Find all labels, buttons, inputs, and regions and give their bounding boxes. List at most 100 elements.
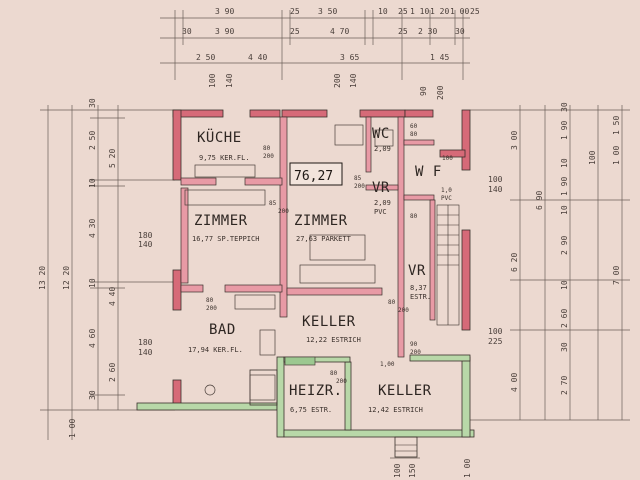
right-b-9: 30 [560, 342, 569, 352]
top-extra-2: 140 [225, 73, 234, 88]
left-inner-3: 10 [88, 178, 97, 188]
room-wc-area: 2,09 [374, 145, 391, 153]
left-inner-2: 2 50 [88, 131, 97, 150]
right-b-10: 2 70 [560, 376, 569, 395]
top-extra-6: 200 [436, 85, 445, 100]
room-zimmer2-area: 27,63 PARKETT [296, 235, 352, 243]
room-heizr-name: HEIZR. [289, 383, 343, 399]
total-area-value: 76,27 [294, 169, 333, 184]
right-c-4: 7 00 [612, 266, 621, 285]
top-dim-6: 1 10 [410, 7, 429, 16]
left-small-2: 140 [138, 240, 153, 249]
top-extra-1: 100 [208, 73, 217, 88]
right-small-1: 100 [488, 175, 503, 184]
left-bottom-dim: 1 00 [68, 419, 77, 438]
room-bad-name: BAD [209, 322, 236, 338]
top-dim-7: 1 20 [430, 7, 449, 16]
top-dim-9: 25 [470, 7, 480, 16]
door-label: 80 [410, 131, 418, 138]
bottom-dim-3: 1 00 [463, 459, 472, 478]
right-c-1: 1 50 [612, 116, 621, 135]
room-vr2-floor: ESTR. [410, 293, 431, 301]
top-dimension-lines: 3 90 25 3 50 10 25 1 10 1 20 1 00 25 30 … [160, 7, 480, 100]
left-small-3: 180 [138, 338, 153, 347]
left-dim-mid: 12 20 [62, 266, 71, 290]
door-label: 200 [410, 349, 421, 356]
right-a-4: 4 00 [510, 373, 519, 392]
right-c-3: 1 00 [612, 146, 621, 165]
room-keller1-name: KELLER [302, 314, 356, 330]
bottom-dim-1: 100 [393, 463, 402, 478]
right-b-5: 10 [560, 205, 569, 215]
right-b-1: 30 [560, 102, 569, 112]
door-label: 90 [410, 341, 418, 348]
top-extra-3: 200 [333, 73, 342, 88]
room-keller2-area: 12,42 ESTRICH [368, 406, 423, 414]
room-vr2-name: VR [408, 263, 426, 279]
exterior-walls [172, 109, 471, 406]
right-small-2: 140 [488, 185, 503, 194]
top3-dim-2: 4 40 [248, 53, 267, 62]
top-dim-5: 25 [398, 7, 408, 16]
top2-dim-2: 3 90 [215, 27, 234, 36]
fixtures [184, 124, 394, 401]
left-small-1: 180 [138, 231, 153, 240]
door-label: 200 [278, 208, 289, 215]
left-inner-5: 10 [88, 278, 97, 288]
top-dim-3: 3 50 [318, 7, 337, 16]
top-dim-8: 1 00 [450, 7, 469, 16]
bottom-dimension-labels: 100 150 1 00 [390, 457, 472, 478]
room-zimmer2-name: ZIMMER [294, 213, 348, 229]
left-inner2-2: 4 40 [108, 287, 117, 306]
room-kueche-area: 9,75 KER.FL. [199, 154, 250, 162]
door-label: 200 [206, 305, 217, 312]
right-b-2: 1 90 [560, 121, 569, 140]
door-label: 80 [206, 297, 214, 304]
door-labels: 80 200 85 200 85 200 80 200 80 200 90 20… [206, 123, 453, 385]
right-a-1: 3 00 [510, 131, 519, 150]
right-small-3: 100 [488, 327, 503, 336]
room-bad-area: 17,94 KER.FL. [188, 346, 243, 354]
top2-dim-1: 30 [182, 27, 192, 36]
door-label: 80 [410, 213, 418, 220]
room-wc-name: WC [372, 126, 390, 142]
left-inner2-3: 2 60 [108, 363, 117, 382]
left-inner-7: 30 [88, 390, 97, 400]
door-label: 1,0 [441, 187, 452, 194]
room-kueche-name: KÜCHE [197, 128, 242, 146]
door-label: 80 [263, 145, 271, 152]
door-label: 85 [269, 200, 277, 207]
door-label: PVC [441, 195, 452, 202]
top-extra-5: 90 [419, 86, 428, 96]
right-small-4: 225 [488, 337, 503, 346]
top3-dim-4: 1 45 [430, 53, 449, 62]
room-keller1-area: 12,22 ESTRICH [306, 336, 361, 344]
basement-walls [136, 354, 475, 458]
room-vr1-name: VR [372, 180, 390, 196]
staircase [436, 204, 460, 326]
right-a-2: 6 90 [535, 191, 544, 210]
room-vr1-area: 2,09 [374, 199, 391, 207]
door-label: 85 [354, 175, 362, 182]
top2-dim-6: 2 30 [418, 27, 437, 36]
top-dim-1: 3 90 [215, 7, 234, 16]
top2-dim-3: 25 [290, 27, 300, 36]
top3-dim-1: 2 50 [196, 53, 215, 62]
left-inner-1: 30 [88, 98, 97, 108]
top2-dim-4: 4 70 [330, 27, 349, 36]
right-b-7: 10 [560, 280, 569, 290]
door-label: 60 [410, 123, 418, 130]
door-label: 200 [336, 378, 347, 385]
door-label: 200 [398, 307, 409, 314]
left-inner-6: 4 60 [88, 329, 97, 348]
room-keller2-name: KELLER [378, 383, 432, 399]
top2-dim-5: 25 [398, 27, 408, 36]
top3-dim-3: 3 65 [340, 53, 359, 62]
right-b-8: 2 60 [560, 309, 569, 328]
room-zimmer1-area: 16,77 SP.TEPPICH [192, 235, 259, 243]
door-label: 1,00 [380, 361, 395, 368]
left-dim-outer: 13 20 [38, 266, 47, 290]
top-extra-4: 140 [349, 73, 358, 88]
right-c-2: 100 [588, 150, 597, 165]
